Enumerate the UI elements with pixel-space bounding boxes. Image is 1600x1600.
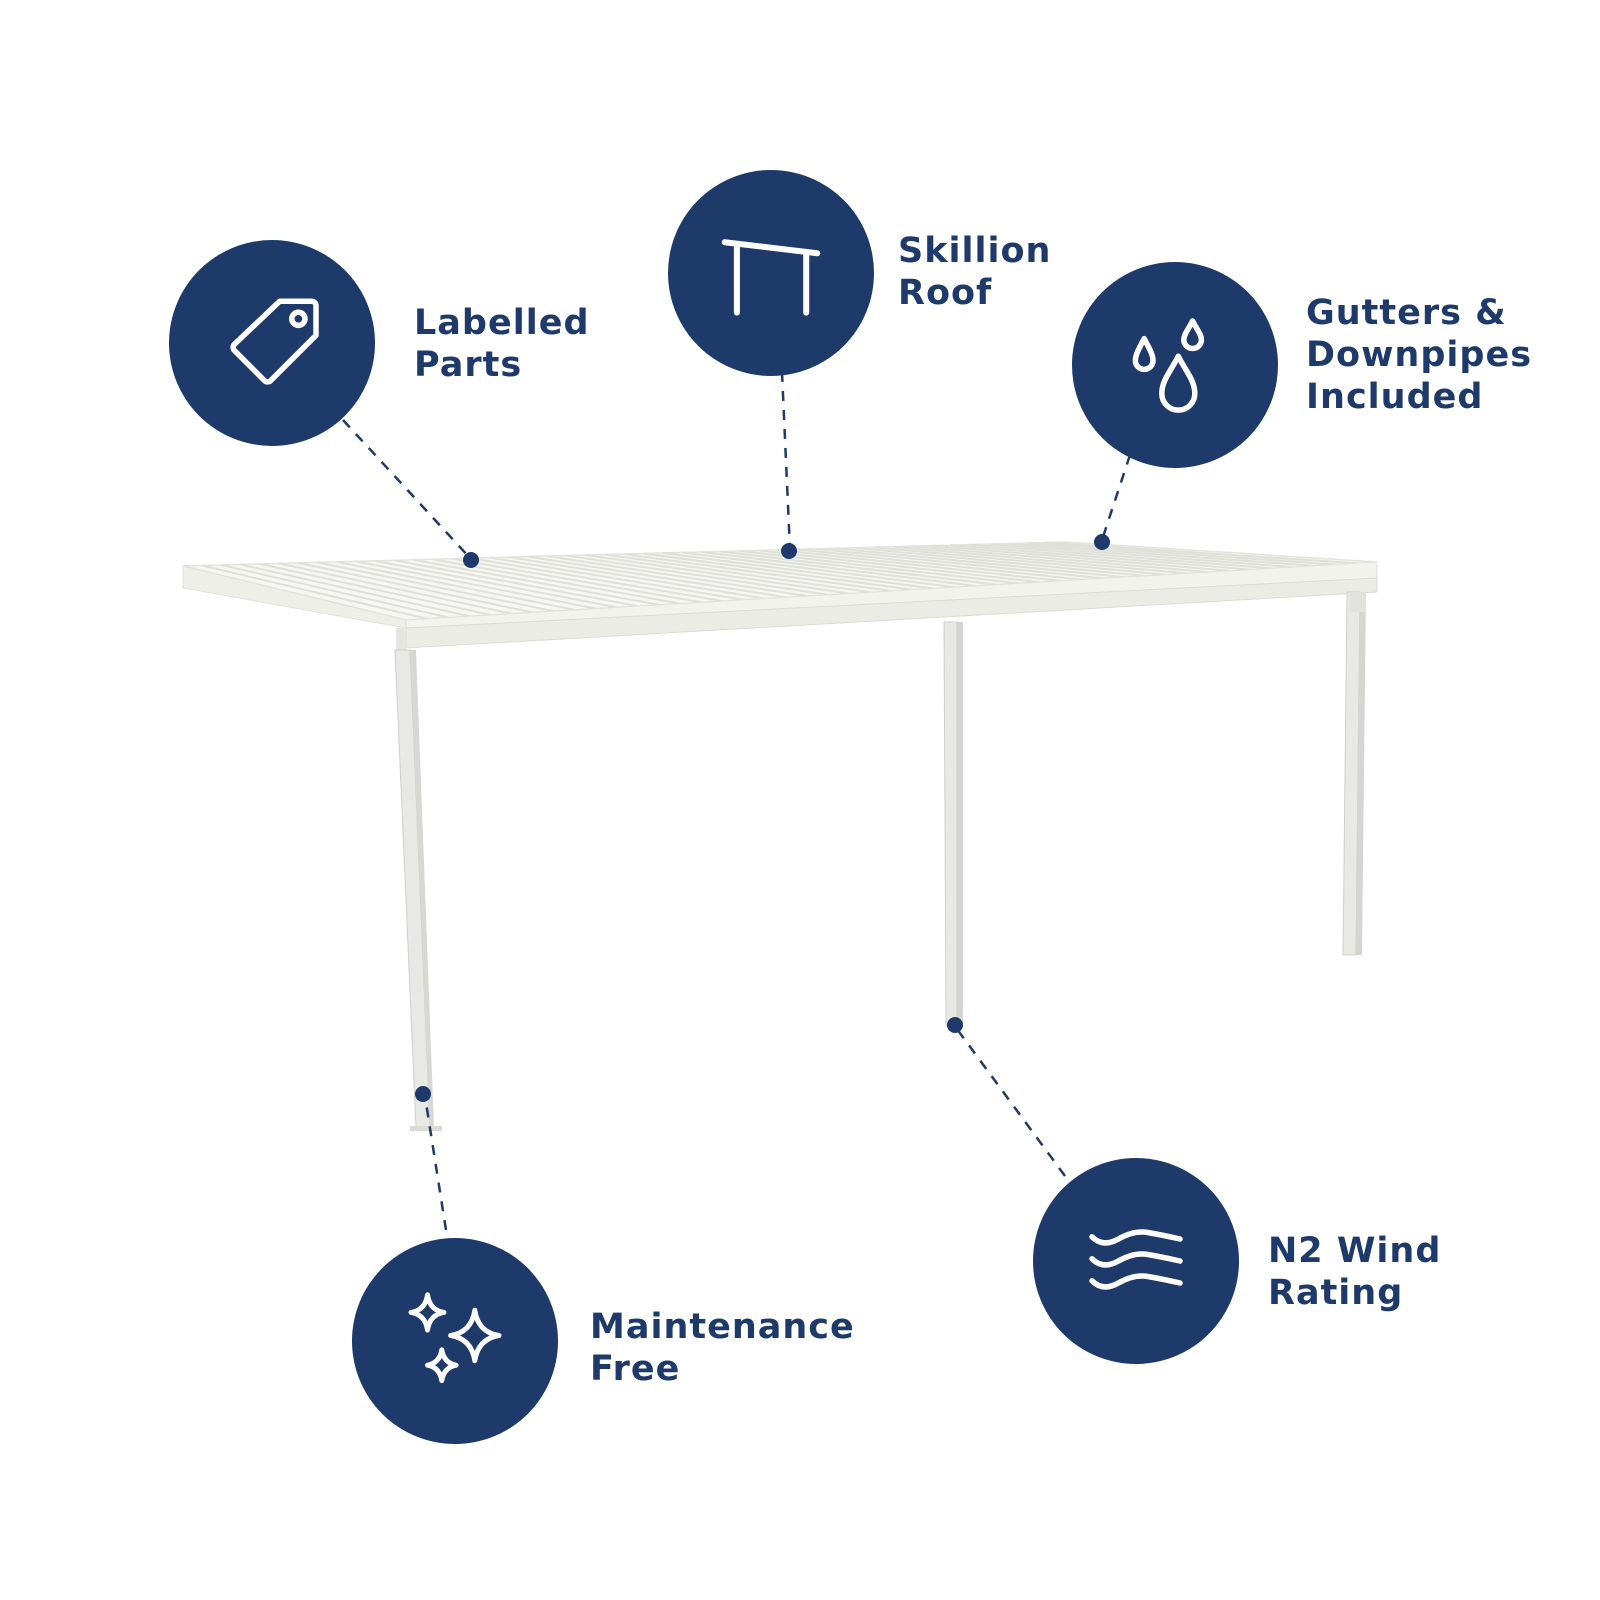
roof-rib [413,558,660,606]
roof-rib [605,553,871,594]
roof-rib [336,560,576,611]
callout-dots [415,534,1110,1102]
gutters-downpipes-badge [1072,262,1278,468]
skillion-roof-badge [668,170,874,376]
roof-rib [297,561,533,614]
roof-rib [509,556,766,600]
roof-rib [470,557,723,603]
roof-rib [374,559,618,609]
sparkles-icon [408,1292,502,1384]
roof-rib [201,564,428,620]
roof-rib [950,544,1251,571]
gutters-downpipes-label: Gutters & Downpipes Included [1306,293,1533,417]
callout-lines [342,371,1132,1231]
roof-rib [816,547,1103,580]
roof-rib [547,555,808,598]
labelled-parts-badge [169,240,375,446]
roof-rib [489,556,744,601]
wind-rating-label: N2 Wind Rating [1268,1231,1442,1313]
water-drops-icon [1132,318,1205,413]
labelled-parts-label: Labelled Parts [414,303,590,385]
roof-rib [528,555,787,599]
roof-rib [701,550,977,587]
roof-rib [758,549,1040,584]
roof-rib [777,548,1061,582]
skillion-roof-label: Skillion Roof [898,231,1052,313]
roof-rib [1027,542,1335,566]
maintenance-free-label: Maintenance Free [590,1307,855,1389]
roof-rib [355,560,597,610]
roof-rib [931,544,1230,572]
roof-rib [240,563,470,618]
roof-rib [643,552,913,591]
roof-rib [221,563,449,619]
wind-waves-icon [1089,1229,1183,1290]
maintenance-free-badge [352,1238,558,1444]
roof-rib [835,547,1124,579]
roof-rib [662,551,934,590]
roof-rib [873,546,1167,576]
roof-rib [1008,542,1314,567]
patio-structure [182,541,1378,1131]
roof-rib [969,543,1272,570]
roof-rib [989,543,1293,569]
roof-rib [393,559,639,608]
roof-rib [854,546,1145,577]
roof-rib [259,562,491,616]
wind-rating-badge [1033,1158,1239,1364]
roof-rib [681,551,955,589]
roof-rib [451,557,702,604]
roof-rib [317,561,554,613]
price-tag-icon [230,298,319,385]
roof-rib [893,545,1188,575]
roof-rib [912,545,1209,574]
roof-rib [720,550,998,586]
roof-rib [278,562,512,615]
roof-rib [566,554,829,596]
skillion-roof-icon [721,239,821,316]
roof-rib [585,554,850,595]
roof-rib [624,553,892,592]
roof-rib [797,548,1082,581]
